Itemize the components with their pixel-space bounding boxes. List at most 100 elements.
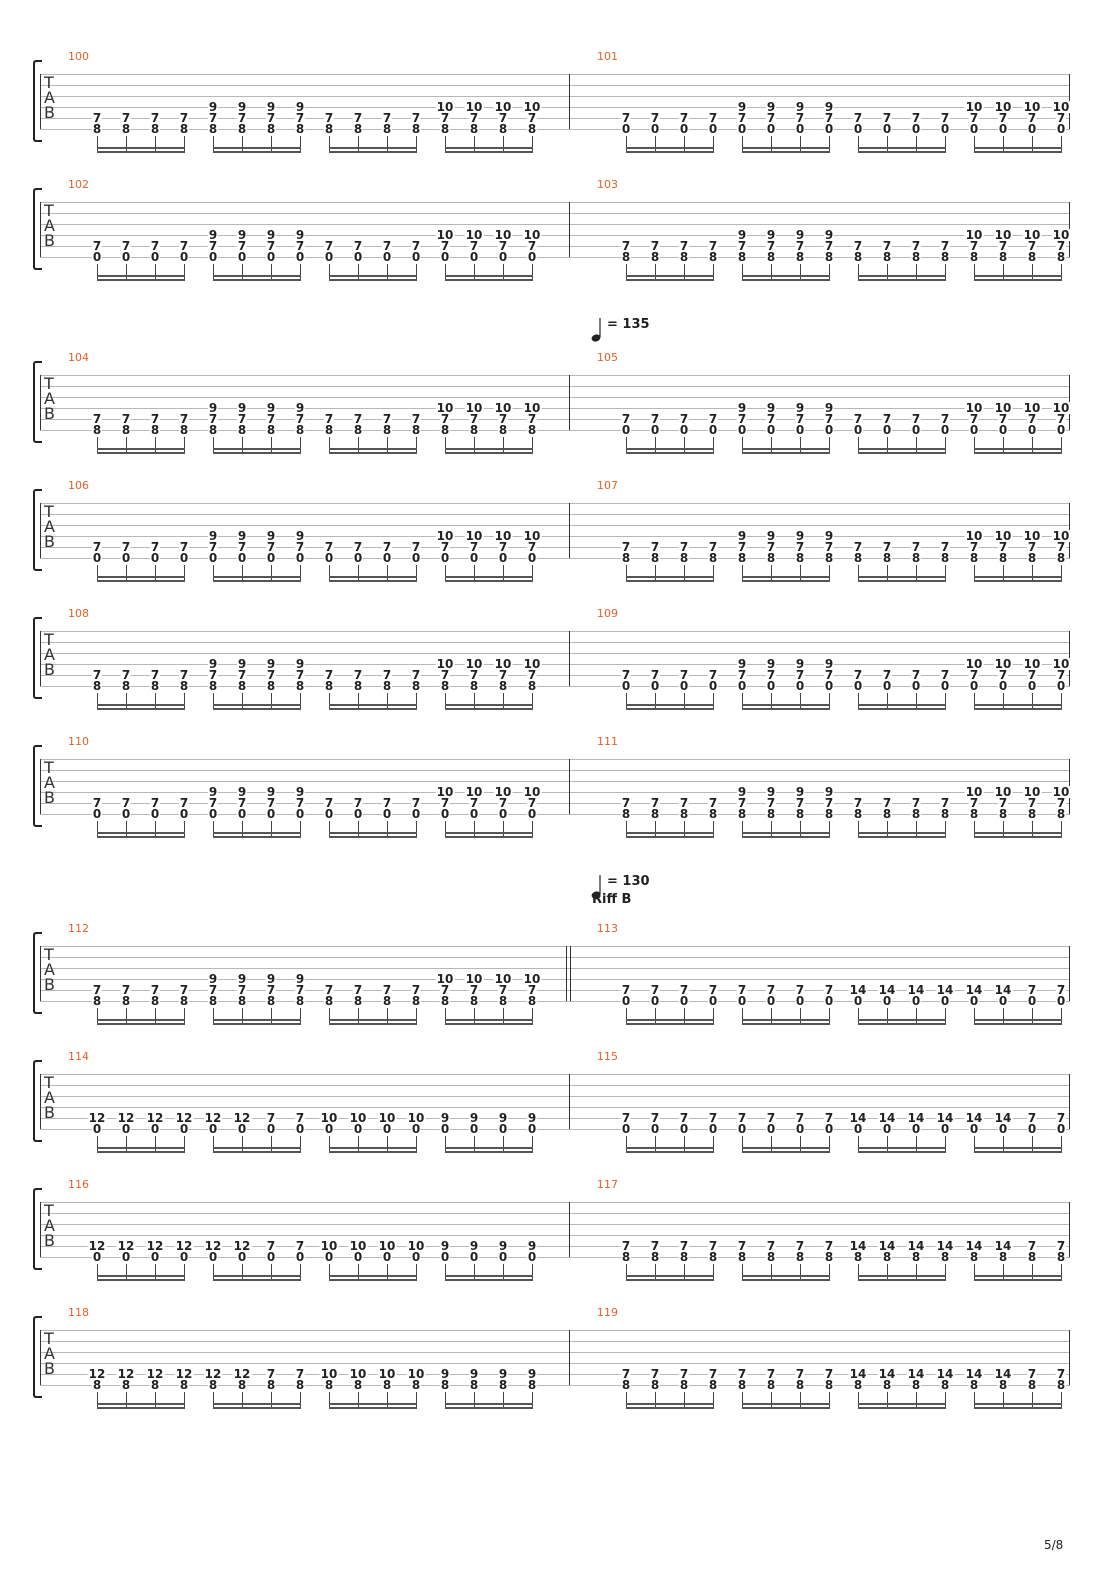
note-beam: [742, 1147, 830, 1149]
fret-number: 8: [794, 1378, 806, 1392]
note-beam: [974, 1023, 1062, 1025]
fret-number: 7: [497, 239, 509, 253]
note-beam: [97, 836, 185, 838]
fret-number: 7: [765, 540, 777, 554]
note-stem: [271, 821, 272, 838]
note-stem: [829, 264, 830, 281]
fret-number: 10: [493, 972, 513, 986]
fret-number: 7: [207, 111, 219, 125]
note-stem: [155, 1008, 156, 1025]
fret-number: 8: [852, 551, 864, 565]
fret-number: 9: [236, 657, 248, 671]
fret-number: 0: [439, 1250, 451, 1264]
fret-number: 7: [236, 668, 248, 682]
fret-number: 0: [620, 679, 632, 693]
fret-number: 9: [207, 972, 219, 986]
note-stem: [655, 437, 656, 454]
measure-number: 116: [68, 1178, 89, 1191]
fret-number: 7: [1055, 983, 1067, 997]
note-stem: [945, 565, 946, 582]
note-stem: [126, 437, 127, 454]
note-stem: [532, 264, 533, 281]
fret-number: 7: [823, 239, 835, 253]
note-stem: [271, 1392, 272, 1409]
note-beam: [626, 448, 714, 450]
fret-number: 7: [707, 1239, 719, 1253]
fret-number: 7: [439, 239, 451, 253]
note-stem: [271, 1008, 272, 1025]
fret-number: 0: [997, 423, 1009, 437]
fret-number: 7: [207, 412, 219, 426]
tab-string-line: [40, 686, 1070, 687]
note-beam: [445, 1023, 533, 1025]
fret-number: 14: [964, 1111, 984, 1125]
note-stem: [474, 821, 475, 838]
note-stem: [974, 821, 975, 838]
note-beam: [329, 1407, 417, 1409]
fret-number: 7: [294, 1239, 306, 1253]
fret-number: 8: [120, 679, 132, 693]
fret-number: 0: [120, 807, 132, 821]
fret-number: 9: [736, 785, 748, 799]
fret-number: 0: [939, 1122, 951, 1136]
note-stem: [626, 693, 627, 710]
note-beam: [858, 576, 946, 578]
fret-number: 9: [765, 657, 777, 671]
fret-number: 0: [468, 807, 480, 821]
fret-number: 0: [620, 1122, 632, 1136]
fret-number: 0: [91, 807, 103, 821]
note-stem: [503, 264, 504, 281]
note-stem: [887, 1392, 888, 1409]
fret-number: 8: [939, 551, 951, 565]
note-stem: [387, 136, 388, 153]
fret-number: 0: [323, 1122, 335, 1136]
fret-number: 8: [497, 423, 509, 437]
note-stem: [474, 1264, 475, 1281]
note-stem: [416, 693, 417, 710]
fret-number: 9: [823, 401, 835, 415]
note-stem: [800, 136, 801, 153]
note-stem: [445, 264, 446, 281]
note-beam: [213, 151, 301, 153]
fret-number: 8: [852, 1378, 864, 1392]
note-stem: [184, 136, 185, 153]
note-stem: [858, 136, 859, 153]
measure-number: 102: [68, 178, 89, 191]
fret-number: 10: [406, 1239, 426, 1253]
note-stem: [184, 437, 185, 454]
note-beam: [858, 147, 946, 149]
note-stem: [684, 821, 685, 838]
fret-number: 7: [707, 1111, 719, 1125]
fret-number: 8: [823, 1250, 835, 1264]
tempo-marking: = 135: [607, 317, 650, 332]
note-stem: [916, 693, 917, 710]
tab-string-line: [40, 246, 1070, 247]
note-stem: [742, 264, 743, 281]
fret-number: 8: [294, 423, 306, 437]
fret-number: 7: [526, 412, 538, 426]
note-beam: [974, 832, 1062, 834]
fret-number: 10: [406, 1111, 426, 1125]
note-beam: [329, 1279, 417, 1281]
fret-number: 10: [464, 972, 484, 986]
note-beam: [445, 1019, 533, 1021]
note-stem: [126, 1392, 127, 1409]
quarter-note-icon: [591, 318, 601, 342]
measure-number: 110: [68, 735, 89, 748]
fret-number: 0: [468, 250, 480, 264]
tab-string-line: [40, 957, 1070, 958]
fret-number: 7: [526, 111, 538, 125]
note-stem: [771, 1136, 772, 1153]
barline: [1069, 1330, 1070, 1385]
fret-number: 7: [765, 796, 777, 810]
fret-number: 8: [997, 1378, 1009, 1392]
fret-number: 8: [149, 122, 161, 136]
fret-number: 7: [265, 1367, 277, 1381]
fret-number: 9: [765, 529, 777, 543]
fret-number: 0: [323, 1250, 335, 1264]
fret-number: 9: [526, 1367, 538, 1381]
fret-number: 0: [178, 807, 190, 821]
fret-number: 7: [1026, 540, 1038, 554]
fret-number: 8: [736, 551, 748, 565]
note-stem: [213, 1008, 214, 1025]
